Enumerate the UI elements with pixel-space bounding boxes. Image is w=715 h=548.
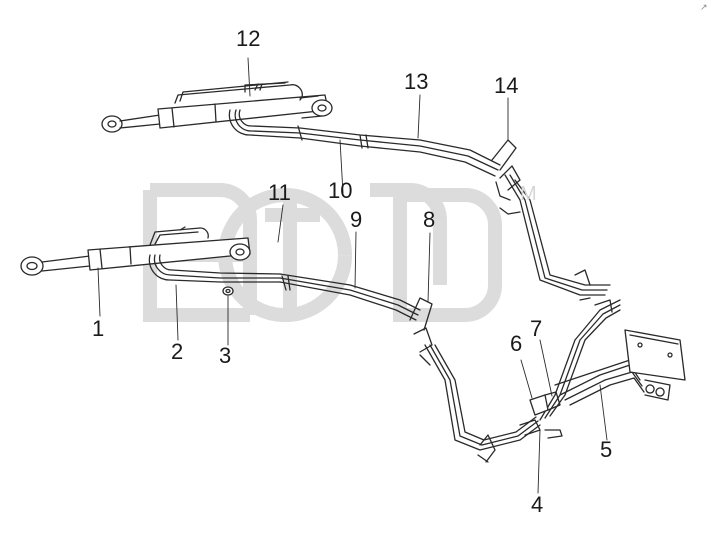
callout-14: 14	[494, 73, 519, 98]
pipe-run-right-upper	[504, 174, 613, 313]
pipe-run-9	[279, 273, 421, 321]
lower-hydraulic-cylinder	[20, 237, 251, 276]
lower-cylinder-loop-pipes	[149, 226, 209, 246]
pipe-run-lower	[424, 344, 541, 463]
callout-7: 7	[530, 316, 543, 341]
valve-block	[624, 329, 686, 401]
callout-6: 6	[510, 331, 523, 356]
callout-13: 13	[404, 69, 429, 94]
callout-2: 2	[171, 339, 184, 364]
callout-1: 1	[92, 316, 105, 341]
callout-4: 4	[531, 492, 544, 517]
watermark-trademark: M	[520, 183, 537, 205]
leader-lines	[97, 57, 608, 494]
callout-10: 10	[328, 178, 353, 203]
upper-hydraulic-cylinder	[101, 94, 333, 133]
lower-cylinder-hose-loop	[148, 254, 281, 283]
upper-cylinder-hose-loop	[228, 109, 301, 139]
corner-mark: ↗	[700, 2, 708, 12]
callout-3: 3	[219, 343, 232, 368]
upper-cylinder-loop-pipes	[174, 81, 303, 104]
callout-11: 11	[268, 180, 291, 205]
callout-12: 12	[236, 26, 261, 51]
bracket-8	[409, 297, 433, 366]
callout-8: 8	[423, 207, 436, 232]
pipe-run-13	[297, 125, 501, 177]
callout-5: 5	[600, 437, 613, 462]
bracket-14	[491, 139, 521, 215]
callout-9: 9	[350, 207, 363, 232]
nut-3	[222, 286, 234, 296]
